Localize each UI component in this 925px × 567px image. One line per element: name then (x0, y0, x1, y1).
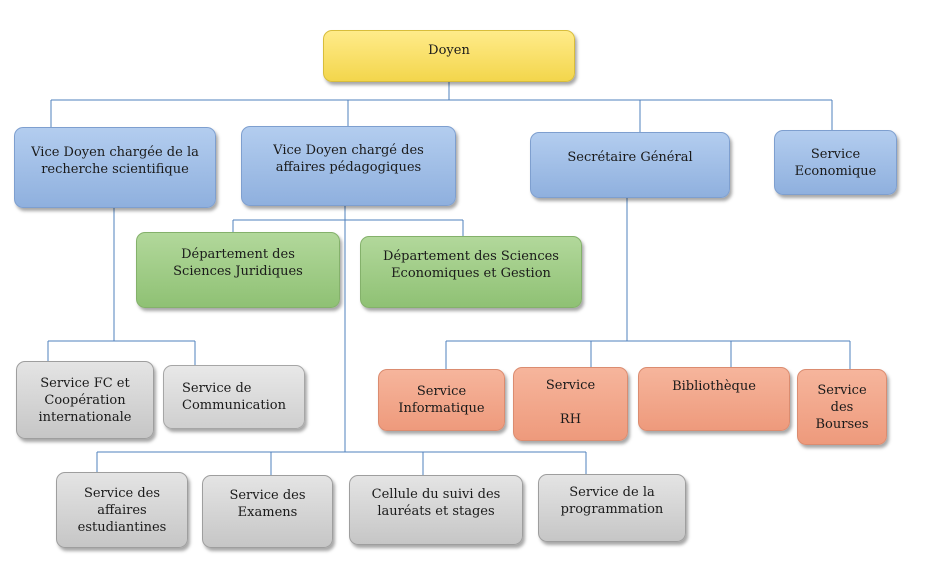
node-departement-sciences-juridiques: Département des Sciences Juridiques (136, 232, 340, 308)
node-service-fc-cooperation: Service FC et Coopération internationale (16, 361, 154, 439)
node-cellule-suivi-laureats: Cellule du suivi des lauréats et stages (349, 475, 523, 545)
node-service-bourses-label: Service des Bourses (815, 382, 869, 432)
node-doyen-label: Doyen (428, 42, 470, 58)
node-service-fc-cooperation-label: Service FC et Coopération internationale (38, 375, 132, 425)
node-service-informatique-label: Service Informatique (398, 384, 485, 416)
node-service-rh: Service RH (513, 367, 628, 441)
node-service-communication-label: Service de Communication (182, 381, 286, 413)
node-vice-doyen-pedagogique: Vice Doyen chargé des affaires pédagogiq… (241, 126, 456, 206)
node-departement-sciences-juridiques-label: Département des Sciences Juridiques (173, 247, 303, 279)
node-service-affaires-estudiantines: Service des affaires estudiantines (56, 472, 188, 548)
node-departement-sciences-economiques: Département des Sciences Economiques et … (360, 236, 582, 308)
node-service-communication: Service de Communication (163, 365, 305, 429)
node-service-examens-label: Service des Examens (229, 487, 306, 520)
node-service-examens: Service des Examens (202, 475, 333, 548)
node-doyen: Doyen (323, 30, 575, 82)
node-service-rh-label: Service RH (545, 377, 596, 427)
node-service-affaires-estudiantines-label: Service des affaires estudiantines (77, 485, 167, 535)
node-bibliotheque: Bibliothèque (638, 367, 790, 431)
node-service-economique-label: Service Economique (794, 146, 877, 179)
node-service-programmation: Service de la programmation (538, 474, 686, 542)
node-bibliotheque-label: Bibliothèque (672, 378, 756, 394)
node-vice-doyen-recherche: Vice Doyen chargée de la recherche scien… (14, 127, 216, 208)
node-secretaire-general-label: Secrétaire Général (567, 149, 693, 165)
node-vice-doyen-pedagogique-label: Vice Doyen chargé des affaires pédagogiq… (273, 143, 424, 175)
node-service-informatique: Service Informatique (378, 369, 505, 431)
node-departement-sciences-economiques-label: Département des Sciences Economiques et … (383, 249, 559, 281)
node-cellule-suivi-laureats-label: Cellule du suivi des lauréats et stages (371, 487, 501, 519)
node-service-economique: Service Economique (774, 130, 897, 195)
node-vice-doyen-recherche-label: Vice Doyen chargée de la recherche scien… (31, 144, 199, 177)
node-secretaire-general: Secrétaire Général (530, 132, 730, 198)
node-service-bourses: Service des Bourses (797, 369, 887, 445)
node-service-programmation-label: Service de la programmation (560, 485, 664, 517)
